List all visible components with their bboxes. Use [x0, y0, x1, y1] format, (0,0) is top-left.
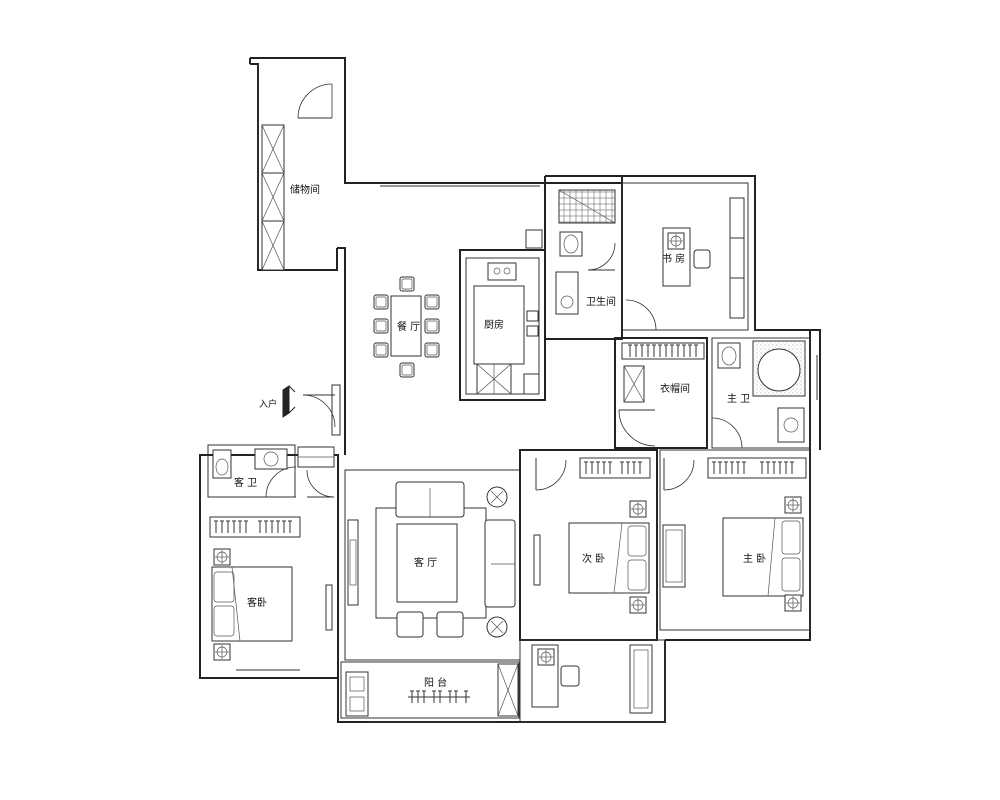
kitchen: 厨房 [459, 249, 546, 401]
guest-bedroom: 客卧 [209, 469, 335, 671]
master-bedroom: 主 卧 [659, 449, 811, 631]
room-label-living: 客 厅 [414, 556, 437, 569]
room-label-kitchen: 厨房 [484, 318, 504, 331]
room-label-guest-bath: 客 卫 [234, 476, 257, 489]
storage-room: 储物间 [261, 83, 333, 271]
bathroom: 卫生间 [525, 182, 623, 340]
study-nook [519, 639, 666, 723]
room-label-master-bath: 主 卫 [727, 393, 750, 405]
closet: 衣帽间 [614, 337, 708, 449]
room-label-balcony: 阳 台 [424, 676, 447, 689]
drying-rack [408, 690, 470, 704]
window-strips [380, 182, 818, 400]
room-label-storage: 储物间 [290, 183, 320, 196]
second-bedroom: 次 卧 [519, 449, 658, 641]
study: 书 房 [621, 182, 749, 331]
master-bathroom: 主 卫 [711, 337, 811, 449]
room-label-bathroom: 卫生间 [586, 295, 616, 308]
entrance-label: 入户 [259, 398, 277, 410]
entrance: 入户 [259, 384, 341, 436]
room-label-dining: 餐 厅 [397, 320, 420, 333]
room-label-master-bed: 主 卧 [743, 552, 766, 565]
room-label-closet: 衣帽间 [660, 382, 690, 395]
dining-area: 餐 厅 [373, 276, 440, 378]
balcony: 阳 台 [340, 661, 520, 723]
living-room: 客 厅 [344, 469, 521, 661]
guest-bathroom: 客 卫 [207, 444, 335, 498]
room-label-study: 书 房 [662, 252, 685, 265]
room-label-guest-bed: 客卧 [247, 596, 267, 609]
room-label-second-bed: 次 卧 [582, 552, 605, 565]
